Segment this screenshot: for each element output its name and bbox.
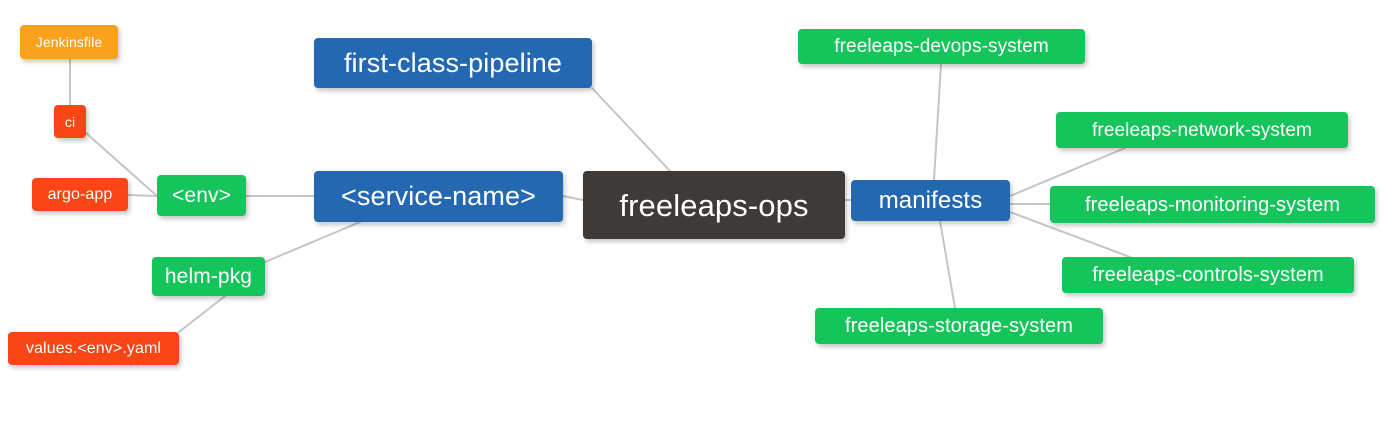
edge-manifests-storage <box>939 220 956 309</box>
edge-pipeline-ops <box>591 87 671 172</box>
node-helm-pkg[interactable]: helm-pkg <box>152 257 265 296</box>
node-values-yaml[interactable]: values.<env>.yaml <box>8 332 179 365</box>
node-env[interactable]: <env> <box>157 175 246 216</box>
node-manifests[interactable]: manifests <box>851 180 1010 221</box>
node-pipeline[interactable]: first-class-pipeline <box>314 38 592 88</box>
edge-argoapp-env <box>127 194 158 197</box>
node-network[interactable]: freeleaps-network-system <box>1056 112 1348 148</box>
node-storage[interactable]: freeleaps-storage-system <box>815 308 1103 344</box>
node-ci[interactable]: ci <box>54 105 86 138</box>
node-argo-app[interactable]: argo-app <box>32 178 128 211</box>
edge-helmpkg-servicename <box>264 221 361 263</box>
edge-values-helmpkg <box>178 295 226 333</box>
node-devops[interactable]: freeleaps-devops-system <box>798 29 1085 64</box>
node-jenkinsfile[interactable]: Jenkinsfile <box>20 25 118 59</box>
edge-servicename-ops <box>562 195 584 201</box>
node-monitoring[interactable]: freeleaps-monitoring-system <box>1050 186 1375 223</box>
node-service-name[interactable]: <service-name> <box>314 171 563 222</box>
node-freeleaps-ops[interactable]: freeleaps-ops <box>583 171 845 239</box>
edge-manifests-devops <box>933 63 942 181</box>
node-controls[interactable]: freeleaps-controls-system <box>1062 257 1354 293</box>
